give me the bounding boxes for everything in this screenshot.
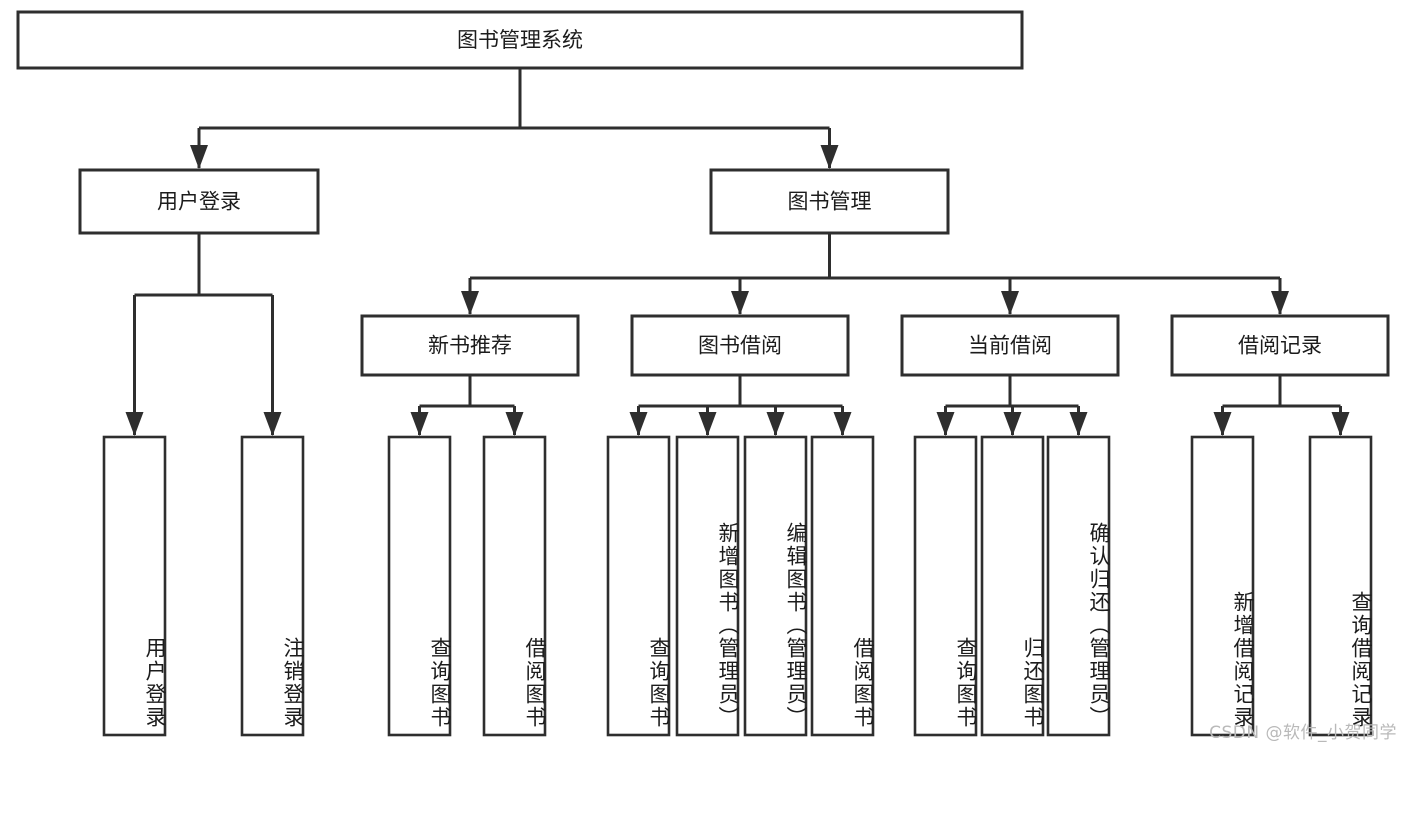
node-box-root[interactable] [16, 10, 1024, 70]
node-box-leaf-user-login[interactable] [102, 435, 167, 737]
node-box-user-login[interactable] [78, 168, 320, 235]
node-box-leaf-add-borrow-record[interactable] [1190, 435, 1255, 737]
node-label-user-login: 用户登录 [157, 190, 241, 214]
node-box-book-management[interactable] [709, 168, 950, 235]
diagram-canvas: 图书管理系统用户登录图书管理新书推荐图书借阅当前借阅借阅记录 用户登录注销登录查… [16, 10, 1397, 743]
node-box-leaf-query-book-1[interactable] [387, 435, 452, 737]
edges-layer [125, 68, 1350, 436]
node-box-current-borrow[interactable] [900, 314, 1120, 377]
node-label-borrow-record: 借阅记录 [1238, 334, 1322, 358]
node-label-new-book-recommend: 新书推荐 [428, 334, 512, 358]
node-new-book-recommend[interactable]: 新书推荐 [360, 314, 580, 377]
node-box-leaf-query-book-2[interactable] [606, 435, 671, 737]
node-leaf-query-borrow-record[interactable] [1308, 435, 1373, 737]
node-box-leaf-borrow-book-1[interactable] [482, 435, 547, 737]
node-current-borrow[interactable]: 当前借阅 [900, 314, 1120, 377]
node-box-leaf-query-book-3[interactable] [913, 435, 978, 737]
node-leaf-query-book-2[interactable] [606, 435, 671, 737]
node-leaf-add-borrow-record[interactable] [1190, 435, 1255, 737]
node-root[interactable]: 图书管理系统 [16, 10, 1024, 70]
node-box-leaf-confirm-return-admin[interactable] [1046, 435, 1111, 737]
node-leaf-user-login[interactable] [102, 435, 167, 737]
node-box-book-borrow[interactable] [630, 314, 850, 377]
node-user-login[interactable]: 用户登录 [78, 168, 320, 235]
node-label-current-borrow: 当前借阅 [968, 334, 1052, 358]
node-borrow-record[interactable]: 借阅记录 [1170, 314, 1390, 377]
node-box-leaf-return-book[interactable] [980, 435, 1045, 737]
node-leaf-add-book-admin[interactable] [675, 435, 740, 737]
node-box-leaf-logout-login[interactable] [240, 435, 305, 737]
node-leaf-logout-login[interactable] [240, 435, 305, 737]
node-leaf-borrow-book-1[interactable] [482, 435, 547, 737]
node-leaf-query-book-3[interactable] [913, 435, 978, 737]
watermark-text: CSDN @软件_小贺同学 [1209, 723, 1397, 743]
node-leaf-confirm-return-admin[interactable] [1046, 435, 1111, 737]
node-box-leaf-add-book-admin[interactable] [675, 435, 740, 737]
node-leaf-borrow-book-2[interactable] [810, 435, 875, 737]
node-box-leaf-borrow-book-2[interactable] [810, 435, 875, 737]
node-label-book-management: 图书管理 [788, 190, 872, 214]
node-label-root: 图书管理系统 [457, 28, 583, 52]
node-leaf-edit-book-admin[interactable] [743, 435, 808, 737]
node-leaf-query-book-1[interactable] [387, 435, 452, 737]
node-box-new-book-recommend[interactable] [360, 314, 580, 377]
node-box-leaf-query-borrow-record[interactable] [1308, 435, 1373, 737]
node-box-leaf-edit-book-admin[interactable] [743, 435, 808, 737]
node-book-borrow[interactable]: 图书借阅 [630, 314, 850, 377]
node-leaf-return-book[interactable] [980, 435, 1045, 737]
node-book-management[interactable]: 图书管理 [709, 168, 950, 235]
node-box-borrow-record[interactable] [1170, 314, 1390, 377]
node-label-book-borrow: 图书借阅 [698, 334, 782, 358]
